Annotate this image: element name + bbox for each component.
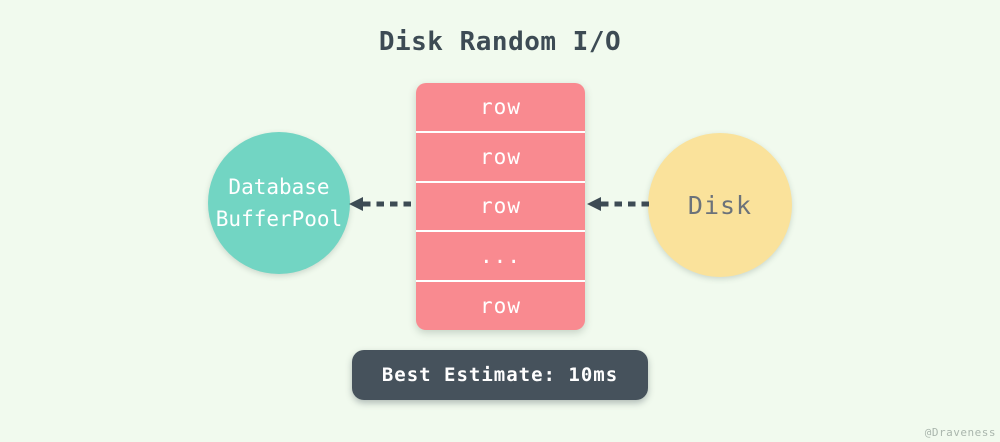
table-row: row [416, 133, 585, 183]
table-row: row [416, 183, 585, 233]
table-row-label: row [480, 94, 521, 119]
table-row-label: row [480, 144, 521, 169]
table-row: row [416, 282, 585, 330]
table-row-label: row [480, 194, 521, 219]
diagram-title: Disk Random I/O [378, 27, 622, 57]
right-dashed-arrow-icon [587, 197, 651, 211]
watermark: @Draveness [924, 426, 996, 439]
left-dashed-arrow-icon [349, 197, 413, 211]
bufferpool-label-line1: Database [228, 175, 330, 199]
bufferpool-label-line2: BufferPool [215, 207, 343, 231]
table-row-label: ... [480, 244, 521, 269]
row-table: row row row... row [416, 83, 585, 330]
database-bufferpool-node: Database BufferPool [208, 132, 350, 274]
disk-node: Disk [648, 133, 792, 277]
disk-label: Disk [687, 190, 753, 220]
table-row: row [416, 83, 585, 133]
table-row: ... [416, 232, 585, 283]
best-estimate-label: Best Estimate: 10ms [381, 364, 619, 386]
table-row-label: row [480, 294, 521, 319]
best-estimate-badge: Best Estimate: 10ms [352, 350, 648, 400]
